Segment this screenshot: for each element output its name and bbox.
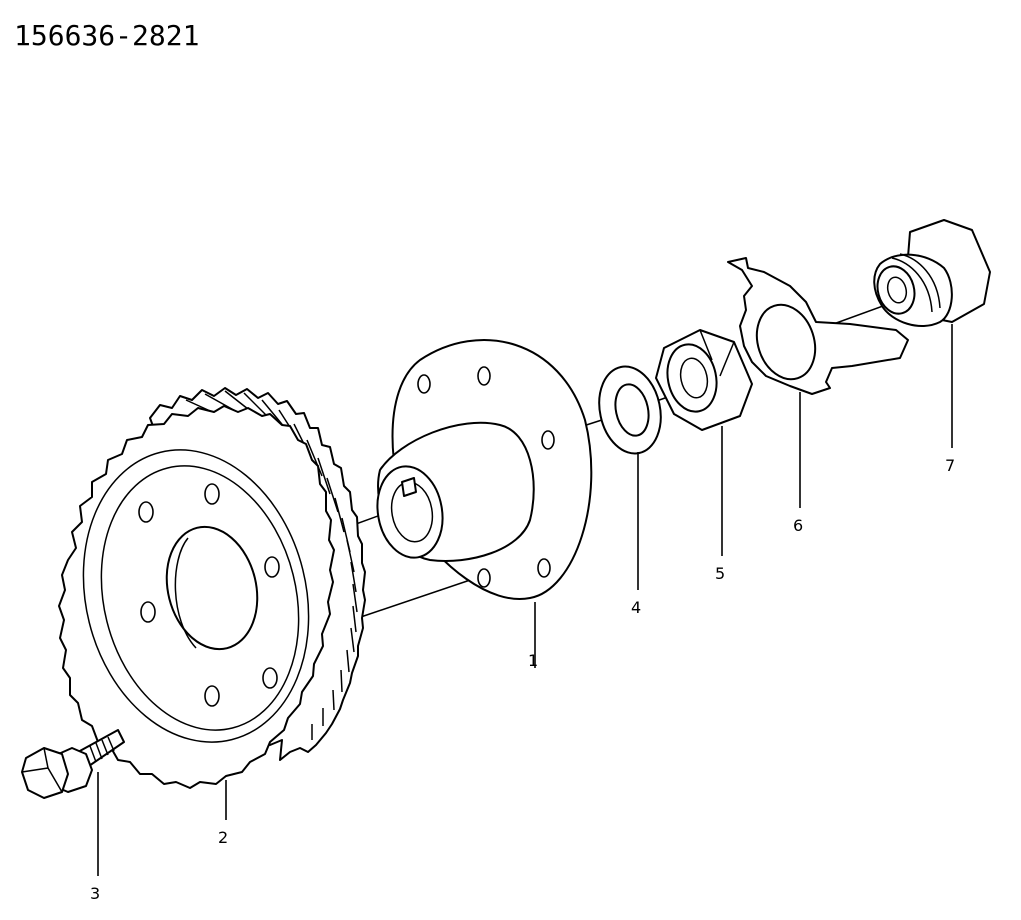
- bolt-part-3: [21, 729, 125, 799]
- part-number-title: 156636-2821: [14, 19, 199, 52]
- callout-4: 4: [631, 598, 641, 617]
- flanged-nut-part-7: [873, 219, 991, 327]
- callout-6: 6: [793, 516, 803, 535]
- callout-7: 7: [945, 456, 955, 475]
- hex-nut-part-5: [655, 329, 753, 431]
- callout-leader-lines: [97, 324, 953, 876]
- hub-flange-part-1: [376, 339, 593, 600]
- callout-2: 2: [218, 828, 228, 847]
- callout-labels: 1 2 3 4 5 6 7: [90, 456, 955, 903]
- callout-5: 5: [715, 564, 725, 583]
- callout-1: 1: [528, 651, 538, 670]
- spur-gear-part-2: [58, 387, 366, 789]
- washer-part-4: [598, 365, 662, 455]
- lock-plate-part-6: [727, 257, 909, 395]
- callout-3: 3: [90, 884, 100, 903]
